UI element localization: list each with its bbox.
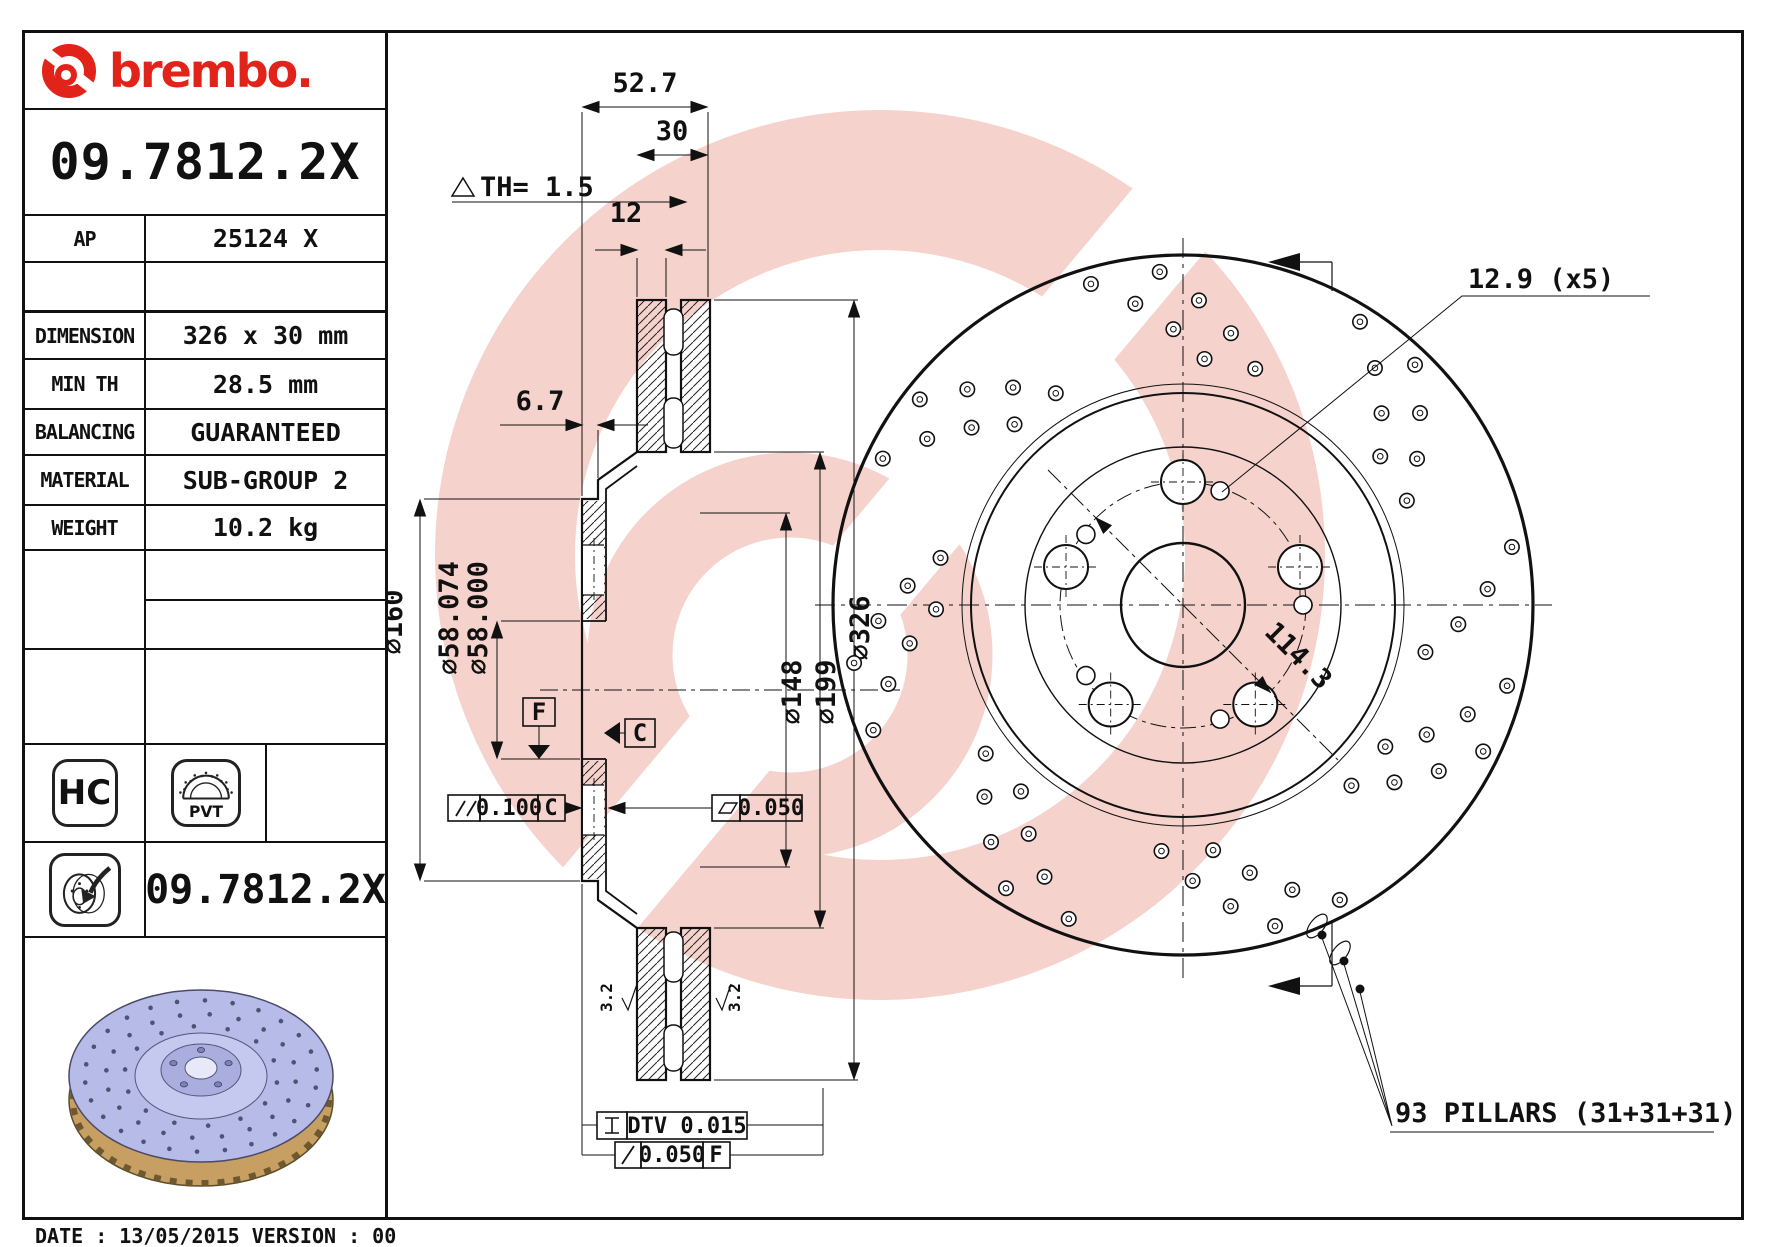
hole-dimension-leader: 12.9 (x5) [1221, 264, 1650, 493]
pvt-badge-icon: PVT [170, 759, 241, 827]
row-label: WEIGHT [51, 515, 118, 540]
dtv-value: DTV 0.015 [627, 1114, 746, 1139]
bolt-holes [1034, 450, 1332, 737]
dim-holes: 12.9 (x5) [1468, 264, 1614, 295]
footer-part-number: 09.7812.2X [145, 866, 386, 913]
hc-badge-icon: HC [51, 759, 118, 827]
tolerance-dtv-frame: DTV 0.015 [582, 1111, 823, 1140]
table-row-material: MATERIAL SUB-GROUP 2 [25, 456, 385, 506]
table-row-weight: WEIGHT 10.2 kg [25, 506, 385, 551]
finish-right: 3.2 [725, 983, 744, 1012]
part-number: 09.7812.2X [49, 133, 361, 191]
dim-d148: ∅148 [777, 659, 808, 724]
datum-f: F [522, 697, 556, 759]
disc-outer-edge [831, 253, 1535, 957]
tolerance-runout-frame: 0.050 F [582, 1141, 823, 1169]
table-row-dimension: DIMENSION 326 x 30 mm [25, 313, 385, 360]
row-label: BALANCING [34, 420, 135, 444]
dim-d326: ∅326 [845, 595, 876, 660]
footer-part-row: 09.7812.2X [25, 843, 386, 938]
table-row-blank [25, 263, 385, 313]
dim-thickness: 30 [656, 116, 689, 147]
row-value: GUARANTEED [190, 417, 341, 447]
date-version-line: DATE : 13/05/2015 VERSION : 00 [35, 1224, 397, 1247]
hat-edge [1024, 446, 1342, 764]
row-value: 28.5 mm [212, 369, 319, 399]
pillars-annotation: 93 PILLARS (31+31+31) [1306, 913, 1736, 1133]
dim-d199: ∅199 [811, 659, 842, 724]
cross-drilled-holes [846, 263, 1520, 935]
surface-finish-marks: 3.2 3.2 [597, 983, 744, 1012]
pvt-label: PVT [189, 803, 223, 821]
datum-c: C [604, 718, 656, 748]
dim-width: 52.7 [612, 68, 677, 99]
dim-bore-max: ∅58.074 [434, 561, 465, 675]
row-label: DIMENSION [34, 323, 135, 348]
datum-f-label: F [532, 698, 546, 726]
triangle-delta-icon [450, 176, 476, 197]
dim-offset: 6.7 [516, 386, 565, 417]
table-row-empty-1 [25, 551, 385, 650]
table-row-ap: AP 25124 X [25, 216, 385, 263]
part-number-row: 09.7812.2X [25, 110, 385, 216]
dim-th: TH= 1.5 [480, 172, 594, 203]
friction-band-inner-edge [970, 392, 1396, 818]
runout-value: 0.050 [639, 1143, 705, 1168]
disc-render-image [25, 938, 385, 1220]
table-row-balancing: BALANCING GUARANTEED [25, 410, 385, 456]
tolerance-parallelism-frame: 0.100 C [447, 794, 582, 822]
table-row-empty-2 [25, 650, 385, 745]
row-value: 326 x 30 mm [182, 321, 349, 350]
flatness-icon [717, 802, 739, 814]
flatness-value: 0.050 [738, 796, 804, 821]
rotation-direction-arrows [1268, 253, 1333, 995]
rotation-arrow-top-icon [1268, 253, 1300, 271]
dim-plate: 12 [610, 198, 643, 229]
rotation-arrow-bottom-icon [1268, 977, 1300, 995]
row-label: MIN TH [51, 372, 118, 396]
table-row-min-th: MIN TH 28.5 mm [25, 360, 385, 410]
tolerance-flatness-frame: 0.050 [608, 794, 804, 822]
section-view: 52.7 30 TH= 1.5 12 6.7 ∅160 ∅58.074 ∅58.… [378, 68, 900, 1169]
parallelism-datum: C [544, 796, 557, 821]
brand-wordmark: brembo. [109, 43, 314, 98]
row-value: 10.2 kg [212, 513, 319, 542]
finish-left: 3.2 [597, 983, 616, 1012]
section-friction-plates [635, 298, 712, 1082]
icons-row: HC [25, 745, 385, 843]
row-value: SUB-GROUP 2 [182, 465, 349, 495]
brembo-watermark-logo [433, 41, 1330, 1084]
brand-header: brembo. [25, 33, 385, 110]
disc-type-icon [48, 852, 121, 927]
row-value: 25124 X [212, 224, 319, 253]
pillars-note: 93 PILLARS (31+31+31) [1395, 1098, 1736, 1129]
brembo-logo-icon [39, 42, 99, 98]
dtv-icon [605, 1117, 619, 1134]
section-hat-profile [580, 451, 638, 929]
center-bore [1119, 541, 1247, 669]
parallelism-value: 0.100 [476, 796, 542, 821]
parallelism-icon [455, 800, 477, 817]
section-extension-lines [424, 112, 858, 1155]
dim-bore-min: ∅58.000 [463, 561, 494, 675]
front-view: 12.9 (x5) 114.3 93 PILLARS (31+31+31) [815, 238, 1736, 1133]
section-dimension-lines [414, 101, 860, 1080]
runout-icon [621, 1145, 635, 1165]
hc-label: HC [57, 773, 112, 813]
title-block-panel: brembo. 09.7812.2X AP 25124 X DIMENSION … [22, 30, 388, 1220]
row-label: AP [73, 226, 96, 251]
row-label: MATERIAL [40, 468, 129, 492]
service-holes [1076, 481, 1313, 729]
runout-datum: F [709, 1143, 722, 1168]
datum-c-label: C [633, 719, 647, 747]
